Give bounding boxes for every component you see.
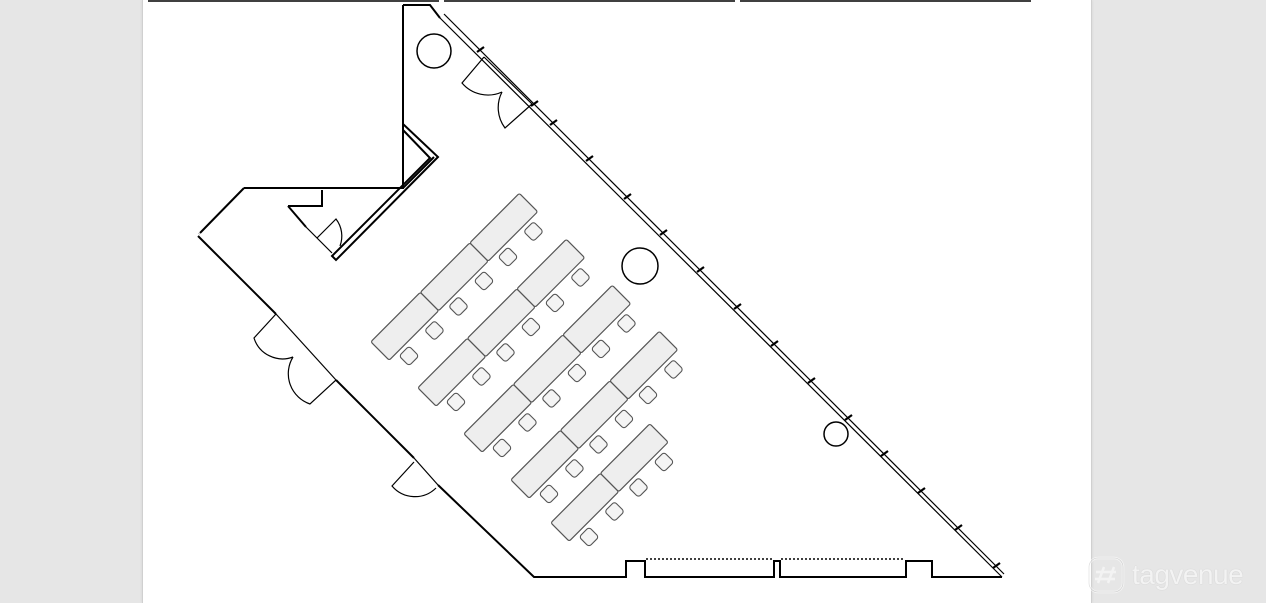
chair	[571, 268, 590, 287]
doors	[253, 56, 533, 498]
chair	[542, 389, 561, 408]
chair	[472, 367, 491, 386]
dashed-wall	[198, 187, 245, 235]
chair	[425, 321, 444, 340]
column	[621, 247, 659, 285]
table	[563, 285, 631, 353]
chair	[496, 343, 515, 362]
chair	[617, 314, 636, 333]
chair	[565, 459, 584, 478]
chair	[498, 247, 518, 267]
table	[470, 193, 538, 261]
furniture-layout	[371, 193, 683, 547]
window-wall	[439, 13, 1005, 578]
chair	[591, 339, 611, 359]
chair	[518, 413, 537, 432]
tagvenue-logo-icon	[1087, 556, 1125, 594]
chair	[474, 271, 494, 291]
chair	[605, 502, 624, 521]
column	[823, 421, 849, 447]
columns	[416, 33, 849, 447]
chair	[664, 360, 683, 379]
chair	[638, 385, 658, 405]
tagvenue-watermark-text: tagvenue	[1132, 559, 1244, 590]
chair	[539, 484, 559, 504]
chair	[521, 317, 541, 337]
chair	[449, 297, 468, 316]
chair	[579, 527, 599, 547]
chair	[492, 438, 512, 458]
chair	[446, 392, 466, 412]
column	[416, 33, 452, 69]
table	[610, 331, 678, 399]
tagvenue-watermark: tagvenue	[1086, 553, 1244, 597]
table	[517, 239, 585, 307]
chair	[567, 363, 587, 383]
chair	[614, 409, 634, 429]
chair	[399, 346, 419, 366]
table	[600, 424, 668, 492]
chair	[524, 222, 543, 241]
chair	[629, 478, 648, 497]
chair	[654, 452, 674, 472]
room-walls	[197, 4, 1002, 578]
chair	[589, 435, 608, 454]
chair	[545, 293, 565, 313]
